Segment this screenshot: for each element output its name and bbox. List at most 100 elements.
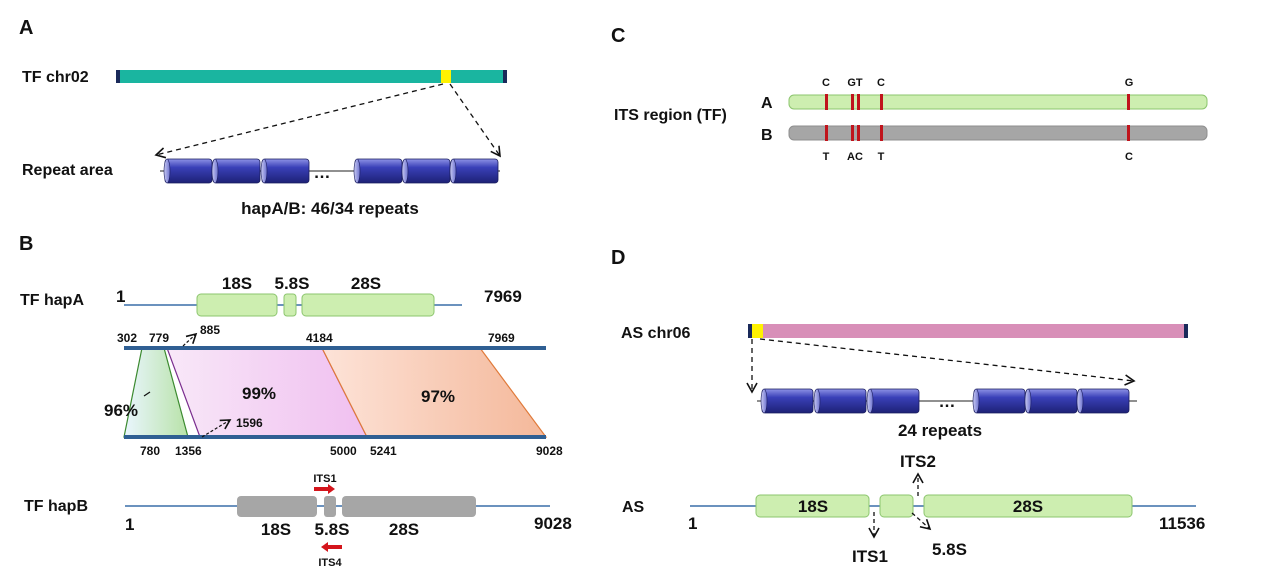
d-repeat-unit bbox=[867, 388, 920, 414]
mutations-b bbox=[825, 125, 1130, 141]
base-a-3: C bbox=[877, 77, 885, 89]
identity-97: 97% bbox=[421, 387, 455, 406]
base-b-2: AC bbox=[847, 151, 863, 163]
d-repeat-unit bbox=[1077, 388, 1130, 414]
mutation-a-3 bbox=[857, 94, 860, 110]
tf-hapb-label: TF hapB bbox=[24, 498, 88, 515]
tf-chr02-bar bbox=[118, 70, 506, 83]
hapa-28s-label: 28S bbox=[351, 274, 381, 293]
as-end: 11536 bbox=[1159, 514, 1205, 533]
tf-chr02-label: TF chr02 bbox=[22, 69, 89, 86]
a-repeat-unit bbox=[402, 158, 451, 184]
pos-top-4184: 4184 bbox=[306, 331, 333, 345]
hapa-18s-label: 18S bbox=[222, 274, 252, 293]
its-region-label: ITS region (TF) bbox=[614, 107, 727, 124]
pos-top-302: 302 bbox=[117, 331, 137, 345]
panel-c: C ITS region (TF) A B C GT C G T AC T C bbox=[611, 25, 1208, 163]
a-repeat-cap bbox=[449, 158, 457, 184]
d-repeat-unit bbox=[1025, 388, 1078, 414]
repeat-ellipsis-a: … bbox=[314, 163, 331, 182]
hapb-end: 9028 bbox=[534, 514, 572, 533]
as-58s-label: 5.8S bbox=[932, 540, 967, 559]
tf-hapa-label: TF hapA bbox=[20, 292, 84, 309]
as-chr06-bar bbox=[750, 324, 1186, 338]
panel-b-letter: B bbox=[19, 233, 33, 255]
pct-96-leader bbox=[143, 391, 151, 397]
its-track-b bbox=[788, 125, 1208, 141]
as-58s-box bbox=[879, 494, 914, 518]
d-repeat-cap bbox=[866, 388, 874, 414]
d-repeat-unit bbox=[761, 388, 814, 414]
base-a-2: GT bbox=[847, 77, 863, 89]
hapa-28s-box bbox=[301, 293, 435, 317]
its1-label: ITS1 bbox=[852, 547, 888, 566]
as-chr06-left-cap bbox=[748, 324, 752, 338]
panel-c-letter: C bbox=[611, 25, 625, 47]
panel-d: D AS chr06 … 24 repeats AS 18S 28S 1 115… bbox=[611, 247, 1205, 566]
hapa-58s-label: 5.8S bbox=[275, 274, 310, 293]
d-repeat-unit bbox=[973, 388, 1026, 414]
primer-its4-arrow-icon bbox=[321, 542, 342, 552]
identity-96: 96% bbox=[104, 401, 138, 420]
a-repeat-unit bbox=[164, 158, 213, 184]
repeat-count-caption: hapA/B: 46/34 repeats bbox=[241, 199, 419, 218]
its2-label: ITS2 bbox=[900, 452, 936, 471]
mutation-b-1 bbox=[825, 125, 828, 141]
a-repeat-unit bbox=[354, 158, 403, 184]
as-18s-box bbox=[755, 494, 870, 518]
hapa-end: 7969 bbox=[484, 287, 522, 306]
d-repeat-cap bbox=[1076, 388, 1084, 414]
hapa-18s-box bbox=[196, 293, 278, 317]
tf-chr02-repeat-locus bbox=[441, 70, 451, 83]
as-chr06-repeat-locus bbox=[752, 324, 763, 338]
a-repeat-cap bbox=[260, 158, 268, 184]
primer-its1-arrow-icon bbox=[314, 484, 335, 494]
identity-99: 99% bbox=[242, 384, 276, 403]
hapa-start: 1 bbox=[116, 287, 125, 306]
its-track-a bbox=[788, 94, 1208, 110]
hapb-18s-label: 18S bbox=[261, 520, 291, 539]
repeat-area-label: Repeat area bbox=[22, 162, 113, 179]
base-a-1: C bbox=[822, 77, 830, 89]
mutations-a bbox=[825, 94, 1130, 110]
hapa-58s-box bbox=[283, 293, 297, 317]
pos-bottom-5000: 5000 bbox=[330, 444, 357, 458]
d-repeat-cap bbox=[1024, 388, 1032, 414]
d-repeat-cap bbox=[972, 388, 980, 414]
d-repeat-cap bbox=[760, 388, 768, 414]
a-repeat-unit bbox=[450, 158, 499, 184]
hapb-58s-label: 5.8S bbox=[315, 520, 350, 539]
hapb-start: 1 bbox=[125, 515, 134, 534]
tf-chr02-left-cap bbox=[116, 70, 120, 83]
pos-885-arrow bbox=[182, 332, 198, 347]
pos-bottom-780: 780 bbox=[140, 444, 160, 458]
hapb-58s-box bbox=[324, 496, 336, 517]
panel-a-letter: A bbox=[19, 17, 33, 39]
repeat-units-d bbox=[760, 388, 1130, 414]
pos-top-885: 885 bbox=[200, 323, 220, 337]
base-a-4: G bbox=[1125, 77, 1134, 89]
as-zoom-arrow-right bbox=[759, 338, 1136, 386]
mutation-a-5 bbox=[1127, 94, 1130, 110]
d-repeat-unit bbox=[814, 388, 867, 414]
pos-bottom-1596: 1596 bbox=[236, 416, 263, 430]
as-28s-label: 28S bbox=[1013, 497, 1043, 516]
as-label: AS bbox=[622, 499, 645, 516]
track-a-label: A bbox=[761, 95, 773, 112]
pos-top-7969: 7969 bbox=[488, 331, 515, 345]
a-repeat-unit bbox=[212, 158, 261, 184]
as-chr06-label: AS chr06 bbox=[621, 325, 690, 342]
zoom-arrow-right bbox=[449, 83, 501, 158]
a-repeat-unit bbox=[261, 158, 310, 184]
panel-d-letter: D bbox=[611, 247, 625, 269]
a-repeat-cap bbox=[211, 158, 219, 184]
repeat-units-a bbox=[163, 158, 499, 184]
zoom-arrow-left bbox=[154, 83, 444, 159]
as-chr06-right-cap bbox=[1184, 324, 1188, 338]
mutation-a-4 bbox=[880, 94, 883, 110]
tf-chr02-right-cap bbox=[503, 70, 507, 83]
mutation-b-4 bbox=[880, 125, 883, 141]
pos-bottom-1356: 1356 bbox=[175, 444, 202, 458]
mutation-b-3 bbox=[857, 125, 860, 141]
